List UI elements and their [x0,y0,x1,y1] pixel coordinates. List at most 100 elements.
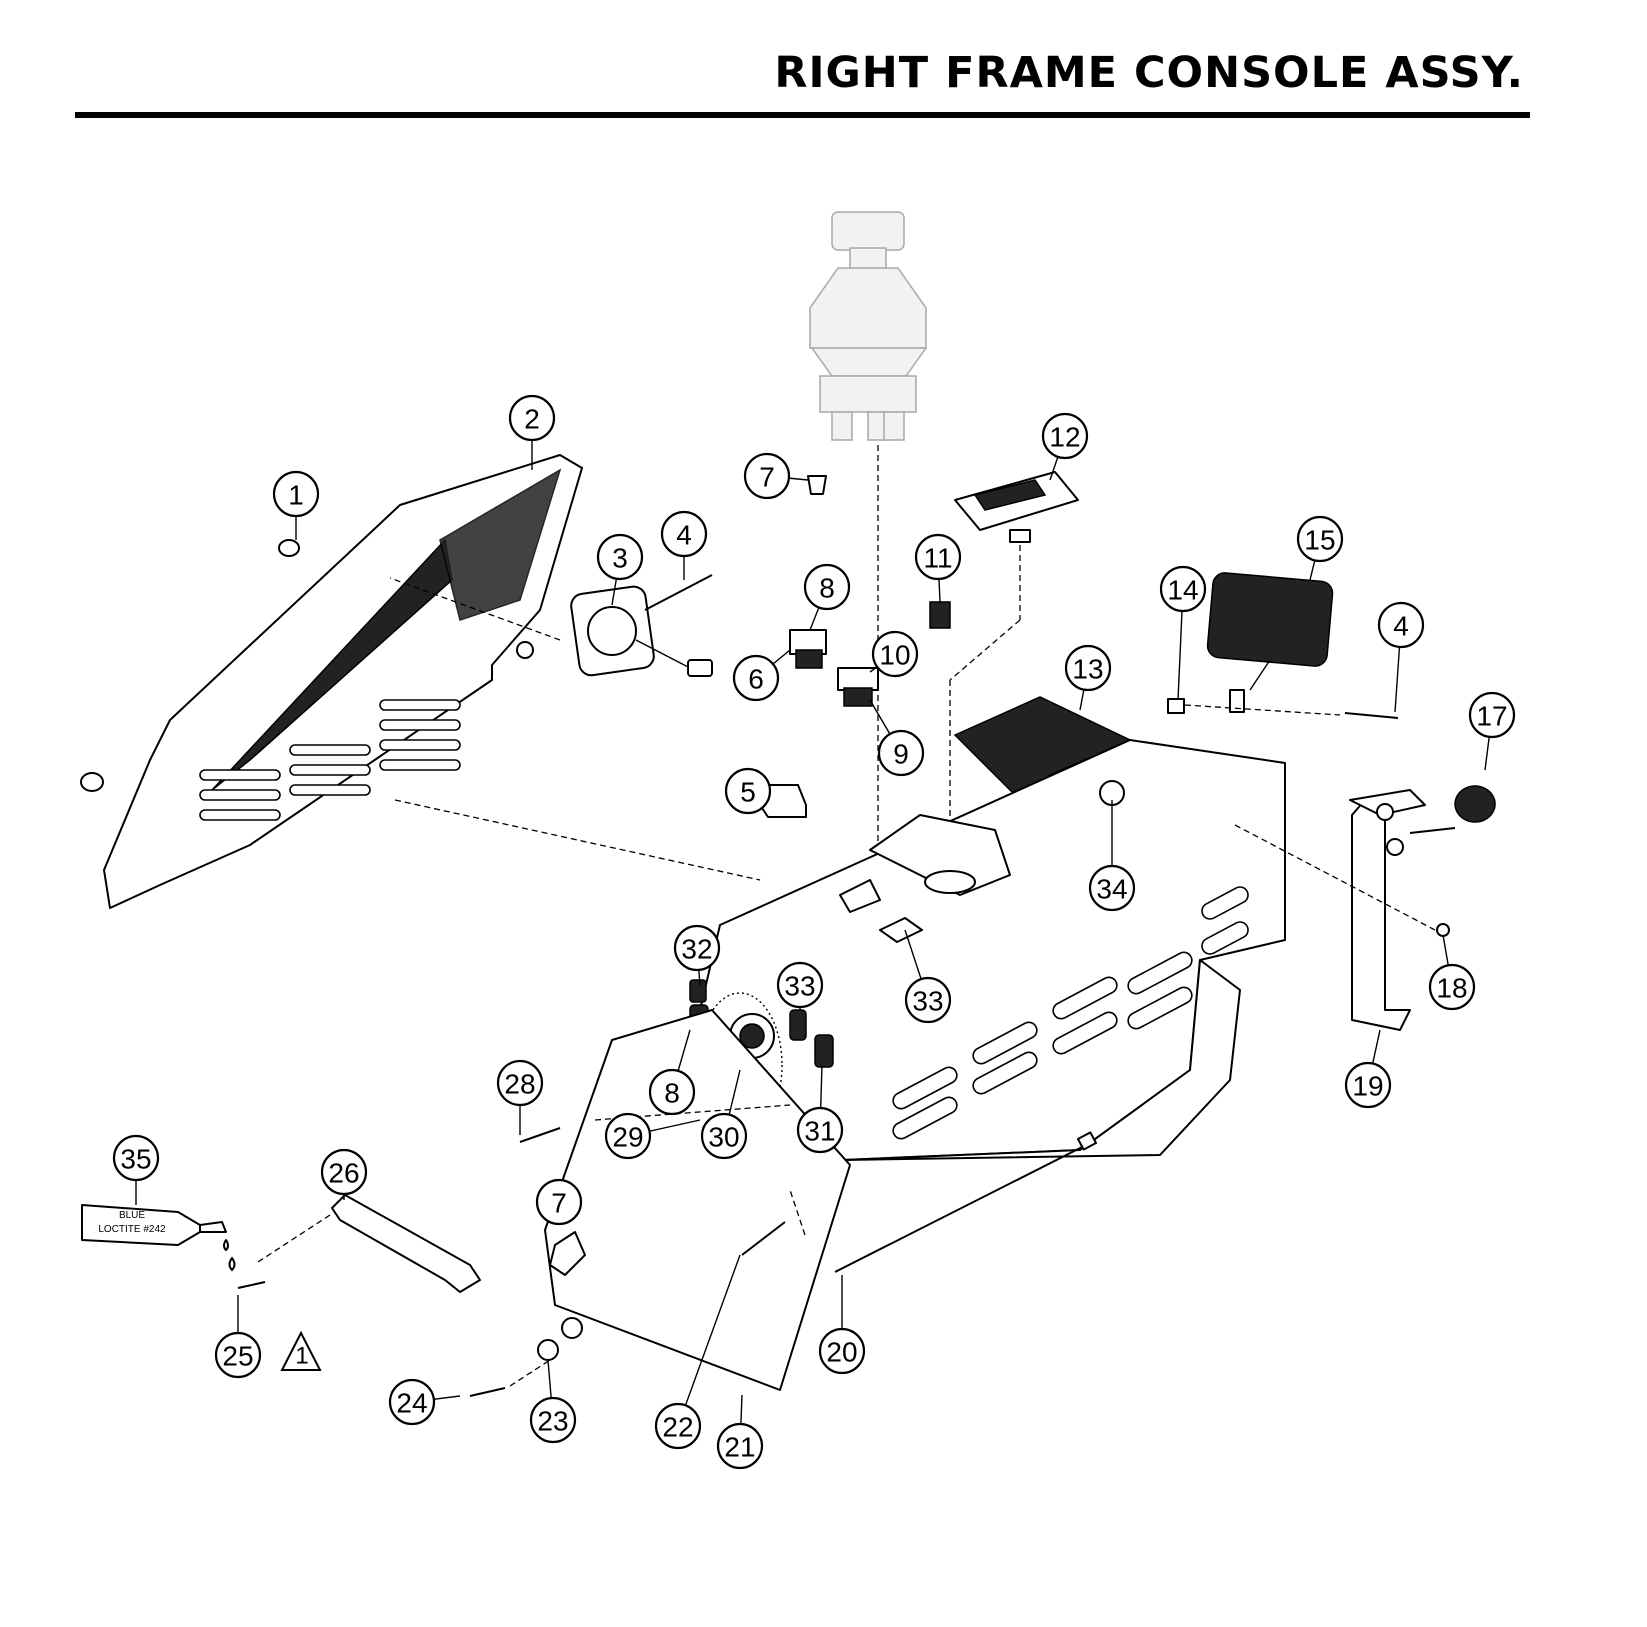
callout-label: 5 [740,777,756,808]
callout-circle [1377,601,1425,649]
grommet [80,772,104,792]
callout-4: 4 [1377,601,1425,713]
callout-circle [1064,644,1112,692]
callout-leader [677,1254,741,1427]
grab-handle [331,1194,481,1293]
callout-circle [743,452,791,500]
callout-8: 8 [648,1029,696,1116]
callout-label: 9 [893,739,909,770]
callout-label: 31 [804,1116,835,1147]
callout-label: 12 [1049,422,1080,453]
callout-25: 25 [214,1295,262,1379]
callout-label: 17 [1476,701,1507,732]
callout-label: 18 [1436,973,1467,1004]
callout-circle [700,1112,748,1160]
callout-1: 1 [272,470,320,540]
grille-panel [103,454,583,909]
callout-circle [904,976,952,1024]
callout-circle [673,924,721,972]
screw [519,1127,561,1143]
callout-21: 21 [716,1394,764,1470]
callout-8: 8 [803,563,851,631]
callout-17: 17 [1468,691,1516,771]
callout-circle [508,394,556,442]
callout-label: 8 [819,573,835,604]
callout-circle [272,470,320,518]
work-light-rectangular [1206,572,1334,713]
nut [516,641,534,659]
callout-label: 35 [120,1144,151,1175]
callout-label: 19 [1352,1071,1383,1102]
callout-23: 23 [529,1359,577,1444]
mounting-plate [879,917,923,943]
display-module [949,471,1079,880]
loctite-tube: BLUE LOCTITE #242 [81,1204,236,1271]
tube-label-line2: LOCTITE #242 [98,1224,166,1235]
callout-circle [604,1112,652,1160]
washer [561,1317,583,1339]
callout-label: 1 [288,480,304,511]
callout-label: 28 [504,1069,535,1100]
callout-5: 5 [724,767,772,815]
callout-11: 11 [914,533,962,603]
callout-circle [724,767,772,815]
callout-circle [320,1148,368,1196]
callout-9: 9 [869,699,925,777]
bolt [1344,712,1399,719]
callout-26: 26 [320,1148,368,1200]
callout-3: 3 [596,533,644,606]
callout-circle [818,1327,866,1375]
callout-label: 32 [681,934,712,965]
note-flag-label: 1 [295,1343,308,1370]
joystick-assembly [809,211,928,900]
callout-2: 2 [508,394,556,470]
callout-33: 33 [904,929,952,1024]
callout-label: 24 [396,1388,427,1419]
callout-6: 6 [732,649,791,702]
cable-clamp [549,1231,586,1276]
callout-30: 30 [700,1069,748,1160]
callout-34: 34 [1088,800,1136,912]
callout-circle [1428,963,1476,1011]
callout-label: 7 [759,462,775,493]
callout-circle [654,1402,702,1450]
callout-label: 3 [612,543,628,574]
callout-circle [871,630,919,678]
callout-circle [496,1059,544,1107]
callout-label: 29 [612,1122,643,1153]
callout-label: 4 [676,520,692,551]
page-title: RIGHT FRAME CONSOLE ASSY. [774,48,1524,98]
callout-circle [648,1068,696,1116]
callout-24: 24 [388,1378,461,1426]
callout-circle [776,961,824,1009]
grille-slots [199,699,461,821]
callout-label: 23 [537,1406,568,1437]
callout-label: 30 [708,1122,739,1153]
tube-label-line1: BLUE [119,1210,145,1221]
callout-28: 28 [496,1059,544,1135]
callout-label: 34 [1096,874,1127,905]
callout-35: 35 [112,1134,160,1205]
callout-label: 7 [551,1188,567,1219]
callout-circle [1296,515,1344,563]
callout-circle [877,729,925,777]
callout-label: 33 [784,971,815,1002]
callout-14: 14 [1159,565,1207,701]
callout-label: 8 [664,1078,680,1109]
title-rule [75,112,1530,118]
callout-circle [388,1378,436,1426]
callout-29: 29 [604,1112,701,1160]
callout-label: 15 [1304,525,1335,556]
console-body [689,739,1286,1161]
callout-label: 2 [524,404,540,435]
callout-19: 19 [1344,1029,1392,1109]
callout-circle [1159,565,1207,613]
callout-4: 4 [660,510,708,580]
callout-7: 7 [743,452,809,500]
callout-20: 20 [818,1275,866,1375]
washer [537,1339,559,1361]
bracket-and-knob [1349,785,1496,1031]
callout-12: 12 [1041,412,1089,481]
callout-circle [803,563,851,611]
